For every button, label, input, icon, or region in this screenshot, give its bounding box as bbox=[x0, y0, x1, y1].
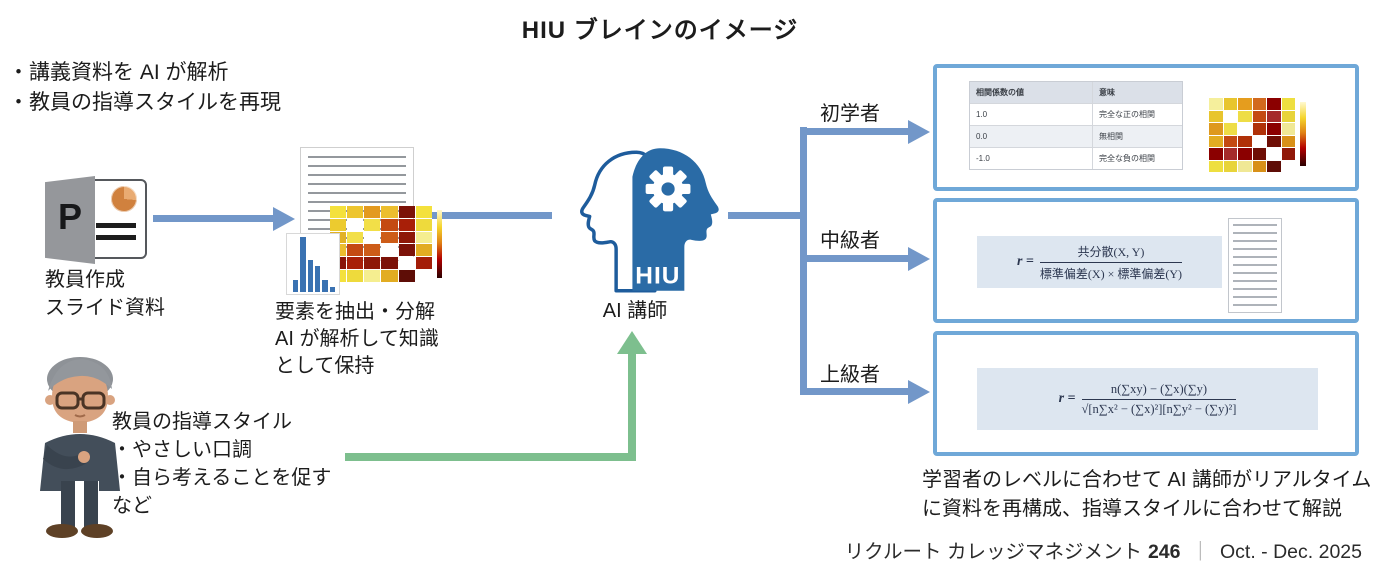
arrow-slides-to-extraction bbox=[153, 215, 273, 222]
level-arrow-beginner bbox=[803, 128, 908, 135]
intermediate-content-box: r = 共分散(X, Y) 標準偏差(X) × 標準偏差(Y) bbox=[933, 198, 1359, 323]
publication-name: リクルート カレッジマネジメント bbox=[844, 541, 1142, 563]
powerpoint-letter: P bbox=[58, 196, 83, 237]
beginner-content-box: 相関係数の値意味 1.0 完全な正の相関 0.0 無相関 -1.0 完全な負の相関 bbox=[933, 64, 1359, 191]
table-cell: 1.0 bbox=[970, 104, 1093, 125]
powerpoint-cover: P bbox=[45, 176, 95, 264]
powerpoint-icon: P bbox=[45, 175, 147, 265]
formula-denominator: 標準偏差(X) × 標準偏差(Y) bbox=[1039, 266, 1183, 281]
slide-text-bar bbox=[96, 235, 136, 240]
ai-instructor-icon: HIU bbox=[580, 148, 719, 293]
outcome-text: 学習者のレベルに合わせて AI 講師がリアルタイムに資料を再構成、指導スタイルに… bbox=[922, 469, 1372, 520]
teacher-illustration bbox=[40, 357, 120, 538]
correlation-formula-full: r = n(∑xy) − (∑x)(∑y) √[n∑x² − (∑x)²][n∑… bbox=[977, 368, 1318, 430]
line-ai-to-branch bbox=[728, 212, 804, 219]
hiu-text: HIU bbox=[635, 263, 680, 290]
level-label-intermediate: 中級者 bbox=[820, 230, 880, 252]
slide-card bbox=[85, 179, 147, 259]
table-cell: 0.0 bbox=[970, 126, 1093, 147]
table-header-cell: 相関係数の値 bbox=[970, 82, 1093, 103]
histogram-graphic bbox=[286, 233, 340, 295]
issue-date: Oct. - Dec. 2025 bbox=[1220, 541, 1362, 563]
advanced-content-box: r = n(∑xy) − (∑x)(∑y) √[n∑x² − (∑x)²][n∑… bbox=[933, 331, 1359, 456]
line-extraction-to-ai bbox=[432, 212, 552, 219]
separator: ｜ bbox=[1190, 541, 1211, 563]
page-title: HIU ブレインのイメージ bbox=[521, 17, 799, 44]
table-cell: 完全な正の相関 bbox=[1098, 110, 1155, 119]
formula-lhs: r = bbox=[1058, 391, 1076, 406]
level-arrow-advanced bbox=[803, 388, 908, 395]
correlation-heatmap-graphic bbox=[330, 206, 432, 282]
level-arrow-intermediate bbox=[803, 255, 908, 262]
level-label-advanced: 上級者 bbox=[820, 364, 880, 386]
teaching-style-arrowhead bbox=[617, 331, 647, 354]
teaching-style-line-vertical bbox=[628, 352, 636, 461]
data-table-mini-graphic bbox=[1228, 218, 1282, 313]
table-cell: 完全な負の相関 bbox=[1098, 154, 1155, 163]
correlation-formula-simple: r = 共分散(X, Y) 標準偏差(X) × 標準偏差(Y) bbox=[977, 236, 1222, 288]
table-row: 0.0 無相関 bbox=[970, 125, 1182, 147]
formula-fraction: 共分散(X, Y) 標準偏差(X) × 標準偏差(Y) bbox=[1039, 243, 1183, 282]
level-label-beginner: 初学者 bbox=[820, 103, 880, 125]
table-row: -1.0 完全な負の相関 bbox=[970, 147, 1182, 169]
issue-number: 246 bbox=[1147, 541, 1181, 563]
heatmap-colorbar bbox=[437, 210, 442, 278]
pie-chart-icon bbox=[111, 186, 137, 212]
table-header-cell: 意味 bbox=[1098, 88, 1115, 97]
formula-fraction: n(∑xy) − (∑x)(∑y) √[n∑x² − (∑x)²][n∑y² −… bbox=[1081, 382, 1237, 417]
intro-bullets: ・講義資料を AI が解析・教員の指導スタイルを再現 bbox=[8, 61, 281, 114]
gear-icon bbox=[645, 166, 691, 212]
teaching-style-line bbox=[345, 453, 636, 461]
correlation-meaning-table: 相関係数の値意味 1.0 完全な正の相関 0.0 無相関 -1.0 完全な負の相関 bbox=[969, 81, 1183, 170]
ai-instructor-label: AI 講師 bbox=[602, 300, 668, 322]
teacher-style-text: 教員の指導スタイル・やさしい口調・自ら考えることを促すなど bbox=[112, 411, 332, 517]
beginner-heatmap-graphic bbox=[1209, 98, 1295, 172]
formula-lhs: r = bbox=[1016, 254, 1034, 269]
formula-numerator: n(∑xy) − (∑x)(∑y) bbox=[1081, 382, 1237, 400]
slide-text-bar bbox=[96, 223, 136, 228]
beginner-heatmap-colorbar bbox=[1300, 102, 1306, 166]
formula-denominator: √[n∑x² − (∑x)²][n∑y² − (∑y)²] bbox=[1081, 401, 1237, 416]
table-cell: -1.0 bbox=[970, 148, 1093, 169]
formula-numerator: 共分散(X, Y) bbox=[1039, 243, 1183, 263]
table-cell: 無相関 bbox=[1098, 132, 1123, 141]
slide-source-label: 教員作成スライド資料 bbox=[45, 269, 165, 319]
table-rows-texture bbox=[1233, 224, 1277, 308]
table-row: 1.0 完全な正の相関 bbox=[970, 103, 1182, 125]
